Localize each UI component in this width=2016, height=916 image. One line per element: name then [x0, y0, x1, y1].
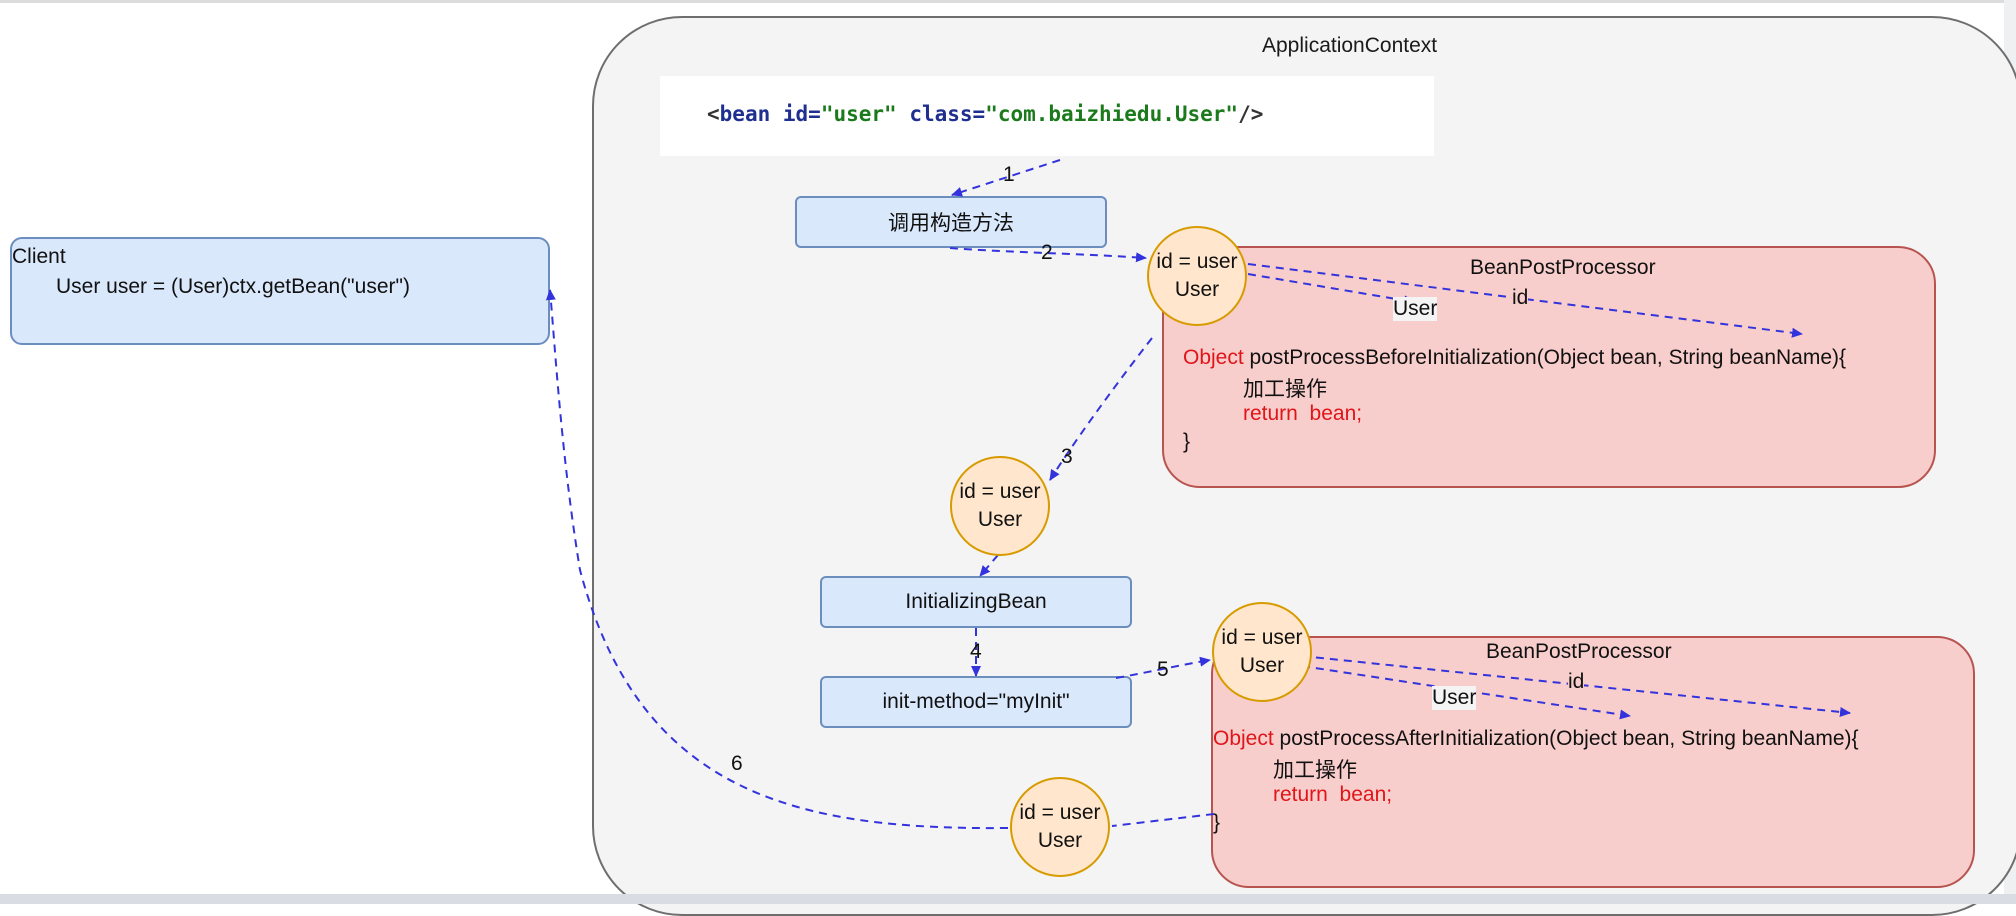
bean-id-label: id = user — [959, 480, 1041, 503]
client-code: User user = (User)ctx.getBean("user") — [56, 275, 410, 298]
bean-id-label: id = user — [1019, 801, 1101, 824]
bean-type-label: User — [1174, 278, 1220, 301]
bean-instance-circle[interactable]: id = user User — [950, 456, 1050, 556]
constructor-step-box[interactable]: 调用构造方法 — [795, 196, 1107, 248]
step-number-1: 1 — [1003, 163, 1015, 186]
after-method-signature: postProcessAfterInitialization(Object be… — [1273, 727, 1859, 750]
bpp-after-user-label: User — [1432, 686, 1477, 710]
bpp-before-id-label: id — [1512, 286, 1529, 310]
before-return-statement: return bean; — [1243, 402, 1363, 425]
initializing-bean-label: InitializingBean — [905, 590, 1047, 613]
object-keyword: Object — [1183, 346, 1244, 369]
xml-id-attr: id= — [782, 102, 821, 126]
arrow-bean-to-bpp-before-user — [1247, 273, 1415, 306]
arrow-constructor-to-bean — [949, 247, 1147, 263]
after-closing-brace: } — [1213, 811, 1221, 834]
init-method-label: init-method="myInit" — [882, 690, 1070, 713]
bean-post-processor-before-title: BeanPostProcessor — [1470, 256, 1656, 279]
xml-id-value: "user" — [820, 102, 897, 126]
bean-post-processor-before-box[interactable] — [1162, 246, 1936, 488]
arrow-bean-to-client — [545, 289, 1009, 830]
step-number-5: 5 — [1157, 658, 1169, 681]
step-number-4: 4 — [970, 640, 982, 663]
xml-tag-name: bean — [719, 102, 771, 126]
after-return-statement: return bean; — [1273, 783, 1393, 806]
bottom-scroll-strip — [0, 894, 2016, 904]
post-process-after-signature: Object postProcessAfterInitialization(Ob… — [1213, 727, 1859, 751]
xml-open-bracket: < — [707, 102, 720, 126]
arrow-init-method-to-bean — [1115, 656, 1211, 679]
init-method-box[interactable]: init-method="myInit" — [820, 676, 1132, 728]
application-context-label: ApplicationContext — [1262, 34, 1438, 57]
before-method-signature: postProcessBeforeInitialization(Object b… — [1243, 346, 1847, 369]
constructor-step-label: 调用构造方法 — [888, 212, 1014, 235]
before-body-comment: 加工操作 — [1243, 378, 1327, 401]
arrow-bpp-after-to-bean — [1111, 813, 1215, 827]
arrow-bean-to-bpp-before-id — [1247, 263, 1803, 338]
arrow-bean-to-initializing — [979, 554, 999, 577]
arrow-bean-to-bean-after-before — [1049, 337, 1153, 481]
before-closing-brace: } — [1183, 430, 1191, 453]
bpp-after-id-label: id — [1568, 670, 1585, 694]
bean-id-label: id = user — [1221, 626, 1303, 649]
bean-instance-circle[interactable]: id = user User — [1010, 777, 1110, 877]
arrow-xml-to-constructor — [951, 159, 1061, 197]
xml-class-value: "com.baizhiedu.User" — [985, 102, 1239, 126]
top-border — [0, 0, 2016, 3]
post-process-before-signature: Object postProcessBeforeInitialization(O… — [1183, 346, 1846, 370]
after-body-comment: 加工操作 — [1273, 759, 1357, 782]
client-title: Client — [12, 245, 66, 268]
bean-definition-box[interactable] — [660, 76, 1434, 156]
bean-definition-code: <bean id="user" class="com.baizhiedu.Use… — [707, 102, 1263, 126]
bean-post-processor-after-box[interactable] — [1211, 636, 1975, 888]
object-keyword: Object — [1213, 727, 1274, 750]
xml-class-attr: class= — [909, 102, 986, 126]
bpp-before-user-label: User — [1393, 297, 1438, 321]
bean-post-processor-after-title: BeanPostProcessor — [1486, 640, 1672, 663]
bean-instance-circle[interactable]: id = user User — [1212, 602, 1312, 702]
step-number-3: 3 — [1061, 445, 1073, 468]
initializing-bean-box[interactable]: InitializingBean — [820, 576, 1132, 628]
bean-id-label: id = user — [1156, 250, 1238, 273]
step-number-6: 6 — [731, 752, 743, 775]
bean-type-label: User — [977, 508, 1023, 531]
arrow-bean-to-bpp-after-id — [1301, 655, 1851, 717]
client-box[interactable] — [10, 237, 550, 345]
step-number-2: 2 — [1041, 241, 1053, 264]
bean-instance-circle[interactable]: id = user User — [1147, 226, 1247, 326]
bean-type-label: User — [1239, 654, 1285, 677]
xml-close-bracket: /> — [1238, 102, 1264, 126]
bean-type-label: User — [1037, 829, 1083, 852]
